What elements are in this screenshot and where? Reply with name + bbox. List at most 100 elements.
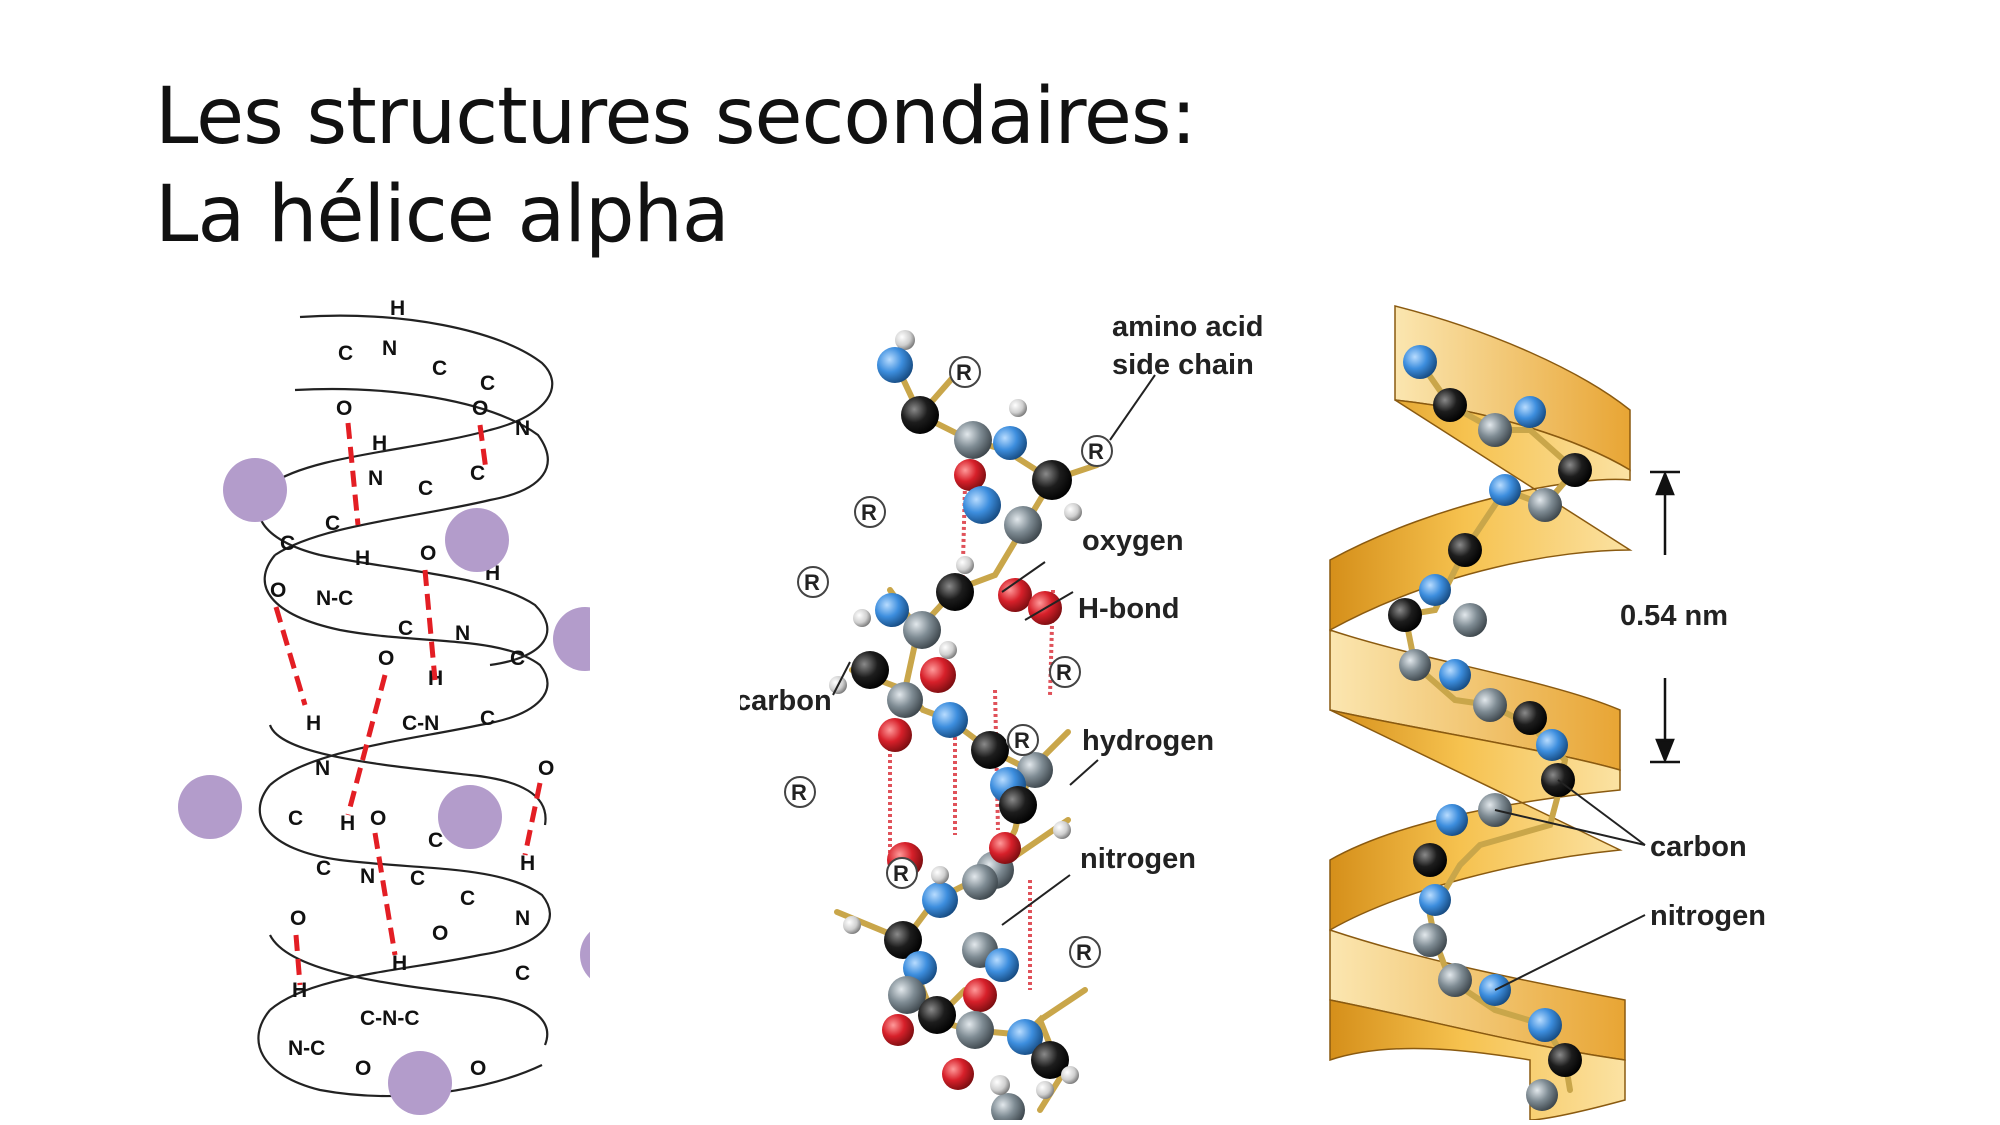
side-chain-circle: [438, 785, 502, 849]
hydrogen-atom: [1053, 821, 1071, 839]
label-oxygen: oxygen: [1082, 525, 1184, 557]
hydrogen-atom: [931, 866, 949, 884]
hydrogen-atom: [853, 609, 871, 627]
nitrogen-atom: [1403, 345, 1437, 379]
carbon-atom: [1433, 388, 1467, 422]
label-sidechain-2: side chain: [1112, 349, 1254, 381]
carbon-atom: [1413, 923, 1447, 957]
oxygen-atom: [989, 832, 1021, 864]
nitrogen-atom: [932, 702, 968, 738]
nitrogen-atom: [963, 486, 1001, 524]
hydrogen-atom: [1061, 1066, 1079, 1084]
pitch-label: 0.54 nm: [1620, 600, 1728, 632]
carbon-atom: [962, 864, 998, 900]
hydrogen-atom: [1036, 1081, 1054, 1099]
side-chain-layer: [170, 285, 590, 1125]
carbon-atom: [1558, 453, 1592, 487]
hydrogen-atom: [843, 916, 861, 934]
hydrogen-atom: [1064, 503, 1082, 521]
carbon-atom: [1548, 1043, 1582, 1077]
svg-text:R: R: [1088, 439, 1104, 464]
carbon-atom: [1004, 506, 1042, 544]
side-chains: [178, 458, 590, 1115]
nitrogen-atom: [875, 593, 909, 627]
callout-line-nitrogen: [1495, 915, 1645, 990]
r-group-marker: R: [1050, 657, 1080, 687]
backbone-helix-figure: H C N C C O O N H N C C C C H O H O N-C …: [170, 285, 590, 1125]
nitrogen-atom: [1436, 804, 1468, 836]
carbon-atom: [956, 1011, 994, 1049]
carbon-atom: [918, 996, 956, 1034]
nitrogen-atom: [1514, 396, 1546, 428]
carbon-atom: [851, 651, 889, 689]
label-sidechain-1: amino acid: [1112, 311, 1264, 343]
label-hydrogen: hydrogen: [1082, 725, 1214, 757]
ribbon-helix-svg: 0.54 nm carbon nitrogen: [1320, 300, 1840, 1120]
label-carbon: carbon: [740, 685, 832, 717]
svg-text:R: R: [1076, 940, 1092, 965]
nitrogen-atom: [1419, 574, 1451, 606]
side-chain-circle: [388, 1051, 452, 1115]
oxygen-atom: [878, 718, 912, 752]
carbon-atom: [1448, 533, 1482, 567]
label-nitrogen: nitrogen: [1080, 843, 1196, 875]
nitrogen-atom: [877, 347, 913, 383]
carbon-atom: [1413, 843, 1447, 877]
svg-text:R: R: [791, 780, 807, 805]
r-group-marker: R: [950, 357, 980, 387]
carbon-atom: [903, 611, 941, 649]
title-line-2: La hélice alpha: [155, 166, 1196, 264]
carbon-atom: [1399, 649, 1431, 681]
nitrogen-atom: [1528, 1008, 1562, 1042]
carbon-atom: [1528, 488, 1562, 522]
callout-line-hydrogen: [1070, 760, 1098, 785]
ball-stick-svg: R R R R R R R R R amino acid side chain …: [740, 300, 1280, 1120]
label-nitrogen: nitrogen: [1650, 900, 1766, 932]
bond-side-chain: [1040, 990, 1085, 1020]
carbon-atom: [991, 1093, 1025, 1120]
nitrogen-atom: [1419, 884, 1451, 916]
nitrogen-atom: [1439, 659, 1471, 691]
hydrogen-atom: [1009, 399, 1027, 417]
ball-stick-helix-figure: R R R R R R R R R amino acid side chain …: [740, 300, 1280, 1120]
oxygen-atom: [942, 1058, 974, 1090]
carbon-atom: [1388, 598, 1422, 632]
hydrogen-atom: [990, 1075, 1010, 1095]
svg-text:R: R: [861, 500, 877, 525]
callout-line-sidechain: [1110, 375, 1155, 440]
carbon-atom: [1453, 603, 1487, 637]
nitrogen-atom: [1489, 474, 1521, 506]
nitrogen-atom: [993, 426, 1027, 460]
carbon-atom: [1473, 688, 1507, 722]
oxygen-atom: [920, 657, 956, 693]
slide-title: Les structures secondaires: La hélice al…: [155, 68, 1196, 264]
r-group-marker: R: [1008, 725, 1038, 755]
svg-text:R: R: [804, 570, 820, 595]
carbon-atom: [1513, 701, 1547, 735]
svg-text:R: R: [1014, 728, 1030, 753]
r-group-marker: R: [887, 858, 917, 888]
side-chain-circle: [223, 458, 287, 522]
svg-text:R: R: [1056, 660, 1072, 685]
carbon-atom: [971, 731, 1009, 769]
carbon-atom: [901, 396, 939, 434]
pitch-arrowhead-down: [1657, 740, 1673, 760]
r-group-marker: R: [785, 777, 815, 807]
oxygen-atom: [963, 978, 997, 1012]
carbon-atom: [1438, 963, 1472, 997]
carbon-atom: [1032, 460, 1072, 500]
side-chain-circle: [553, 607, 590, 671]
carbon-atom: [936, 573, 974, 611]
r-group-marker: R: [798, 567, 828, 597]
carbon-atom: [999, 786, 1037, 824]
carbon-atom: [1526, 1079, 1558, 1111]
carbon-atom: [1478, 413, 1512, 447]
r-group-marker: R: [855, 497, 885, 527]
hydrogen-atom: [956, 556, 974, 574]
label-hbond: H-bond: [1078, 593, 1179, 625]
label-carbon: carbon: [1650, 831, 1747, 863]
r-group-marker: R: [1070, 937, 1100, 967]
carbon-atom: [887, 682, 923, 718]
callout-line-nitrogen: [1002, 875, 1070, 925]
side-chain-circle: [178, 775, 242, 839]
